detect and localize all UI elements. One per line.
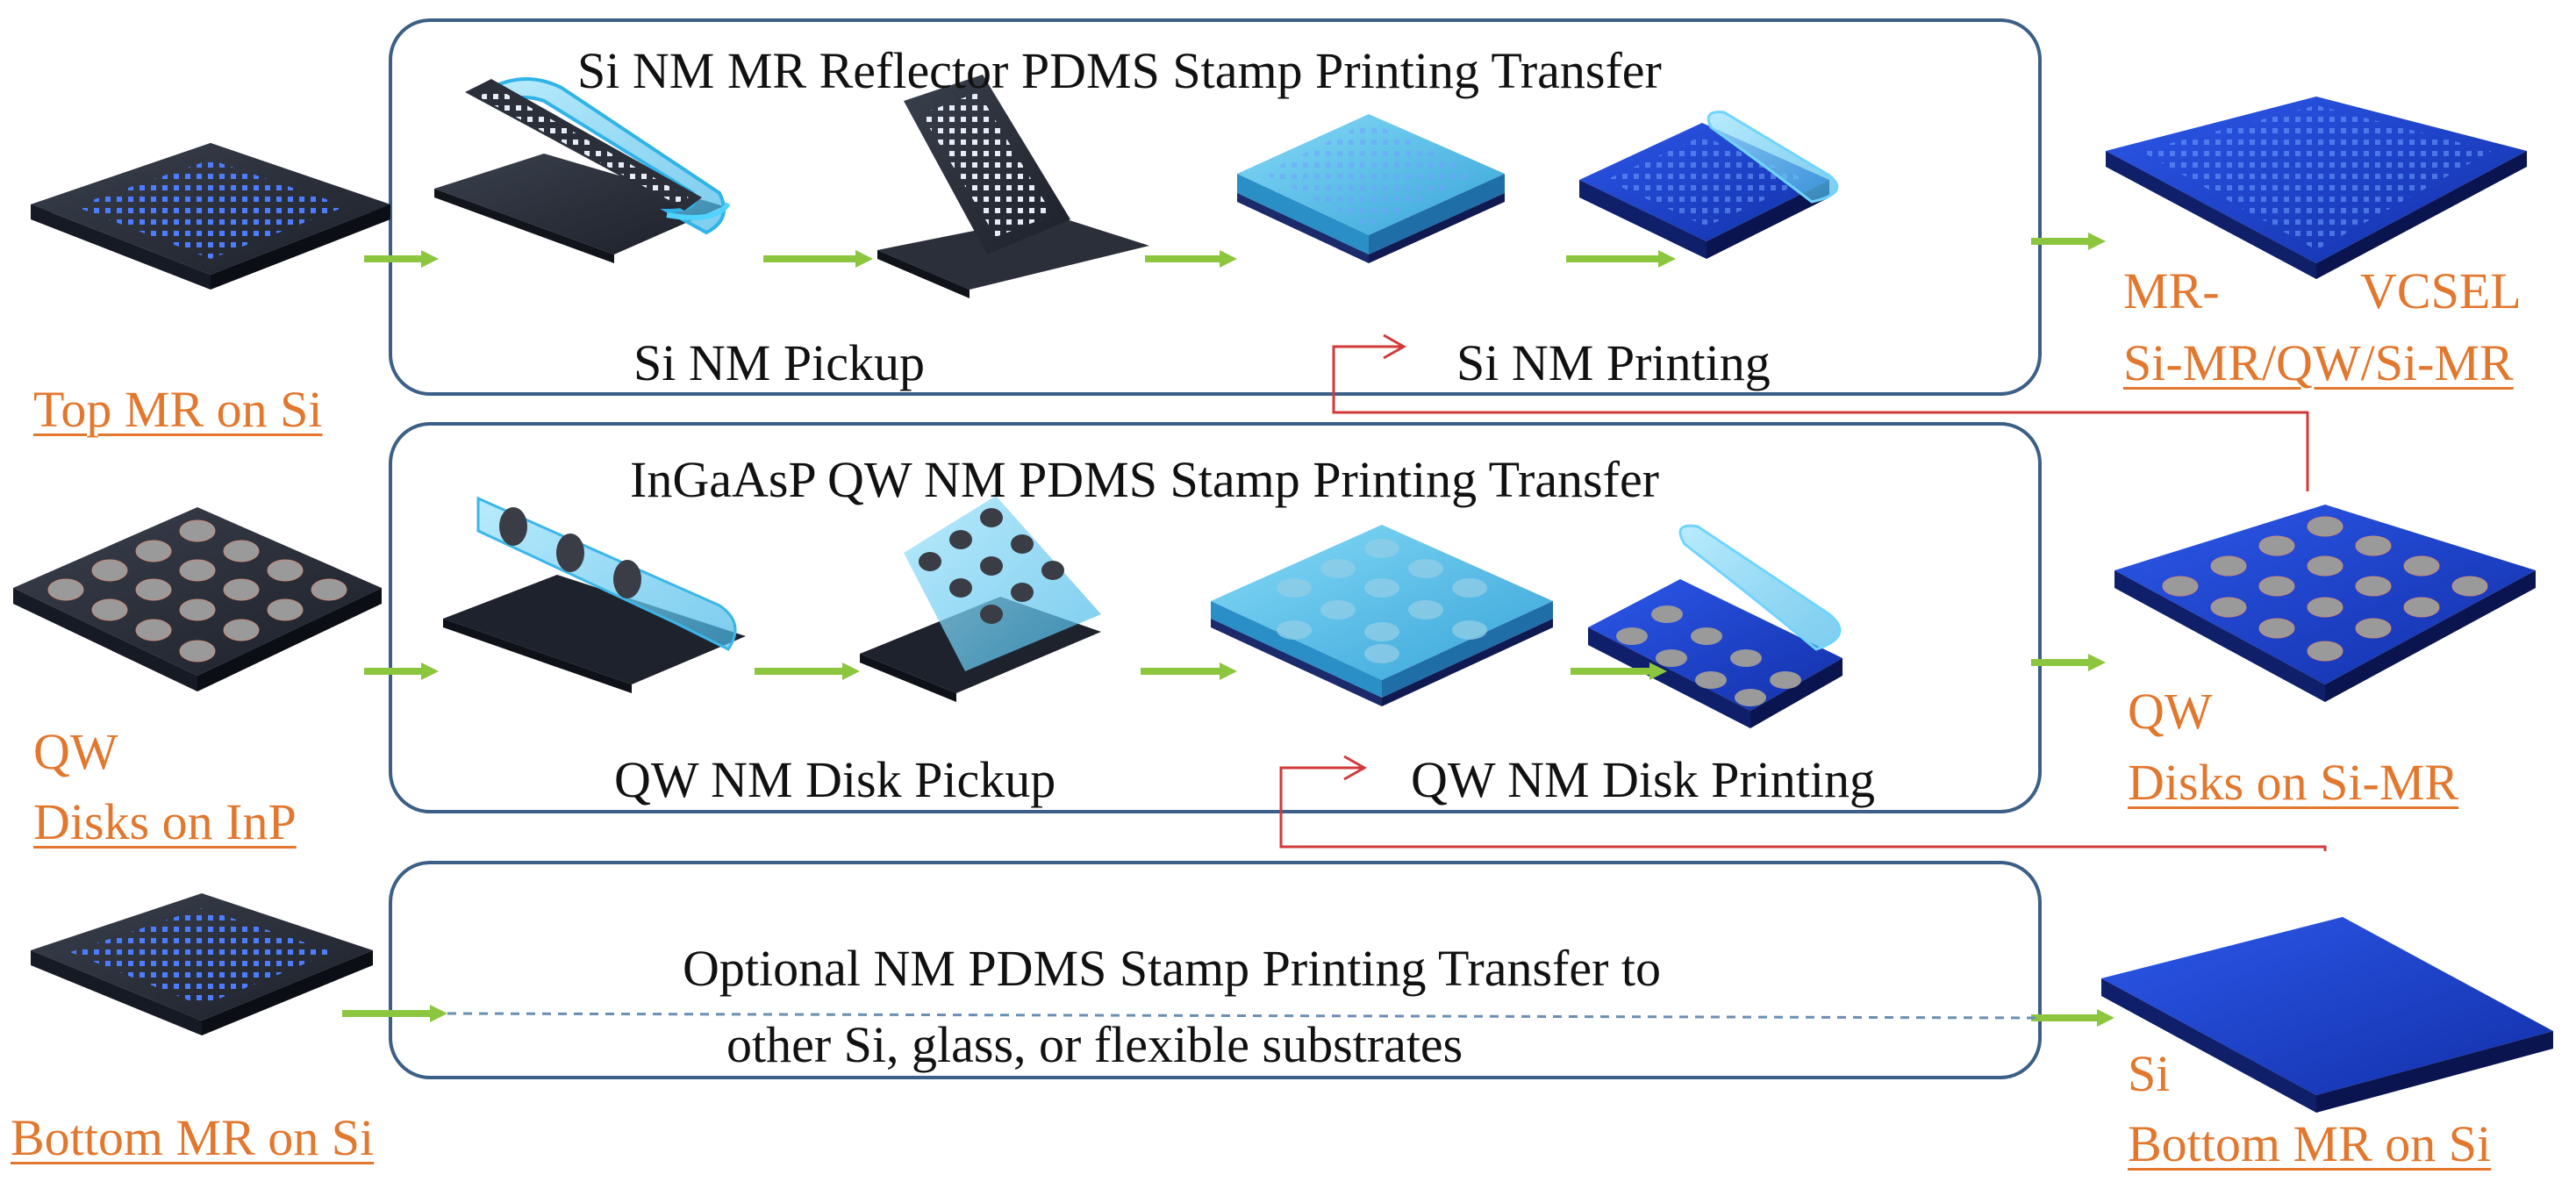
qw-nm-stamp-lifted-illustration xyxy=(860,496,1101,702)
mr-vcsel-wafer xyxy=(2106,97,2527,279)
qw-nm-disk-printing-illustration xyxy=(1588,524,1843,728)
source-label-qw: QW xyxy=(33,723,118,780)
si-nm-stamp-lifted-illustration xyxy=(877,75,1149,298)
optional-transfer-dashed-line xyxy=(447,1012,2036,1020)
top-panel-title: Si NM MR Reflector PDMS Stamp Printing T… xyxy=(577,42,1662,99)
si-nm-stamp-on-target-illustration xyxy=(1237,114,1505,263)
si-nm-printing-label: Si NM Printing xyxy=(1456,334,1771,391)
result-label-si: Si xyxy=(2128,1045,2171,1102)
top-mr-wafer xyxy=(31,143,390,290)
bottom-panel-line1: Optional NM PDMS Stamp Printing Transfer… xyxy=(683,940,1661,997)
result-label-bottom-mr-on-si: Bottom MR on Si xyxy=(2128,1115,2492,1172)
bottom-process-panel xyxy=(389,861,2042,1079)
si-nm-pickup-illustration xyxy=(434,77,731,263)
red-link-lines xyxy=(1279,333,2327,851)
qw-disks-on-inp-wafer xyxy=(13,507,382,691)
si-bottom-mr-wafer xyxy=(2101,917,2553,1113)
middle-process-panel xyxy=(389,422,2042,813)
qw-nm-disk-pickup-label: QW NM Disk Pickup xyxy=(614,751,1056,808)
si-nm-pickup-label: Si NM Pickup xyxy=(633,334,925,391)
result-label-qw: QW xyxy=(2128,683,2213,740)
qw-nm-disk-printing-label: QW NM Disk Printing xyxy=(1411,751,1876,808)
bottom-panel-line2: other Si, glass, or flexible substrates xyxy=(726,1016,1463,1073)
source-label-top-mr: Top MR on Si xyxy=(33,381,323,438)
result-label-mr: MR- xyxy=(2123,262,2220,319)
si-nm-printing-illustration xyxy=(1579,111,1839,259)
source-label-disks-on-inp: Disks on InP xyxy=(33,793,297,850)
middle-panel-title: InGaAsP QW NM PDMS Stamp Printing Transf… xyxy=(630,451,1659,508)
result-label-si-mr-qw-si-mr: Si-MR/QW/Si-MR xyxy=(2123,334,2514,391)
result-label-disks-on-si-mr: Disks on Si-MR xyxy=(2128,754,2459,811)
flow-arrows xyxy=(342,233,2114,1027)
source-label-bottom-mr: Bottom MR on Si xyxy=(11,1109,375,1166)
bottom-mr-wafer xyxy=(31,893,373,1035)
qw-nm-disk-pickup-illustration xyxy=(443,496,746,693)
qw-disks-on-si-mr-wafer xyxy=(2114,505,2536,702)
qw-nm-stamp-on-target-illustration xyxy=(1211,525,1553,706)
result-label-vcsel: VCSEL xyxy=(2360,262,2522,319)
